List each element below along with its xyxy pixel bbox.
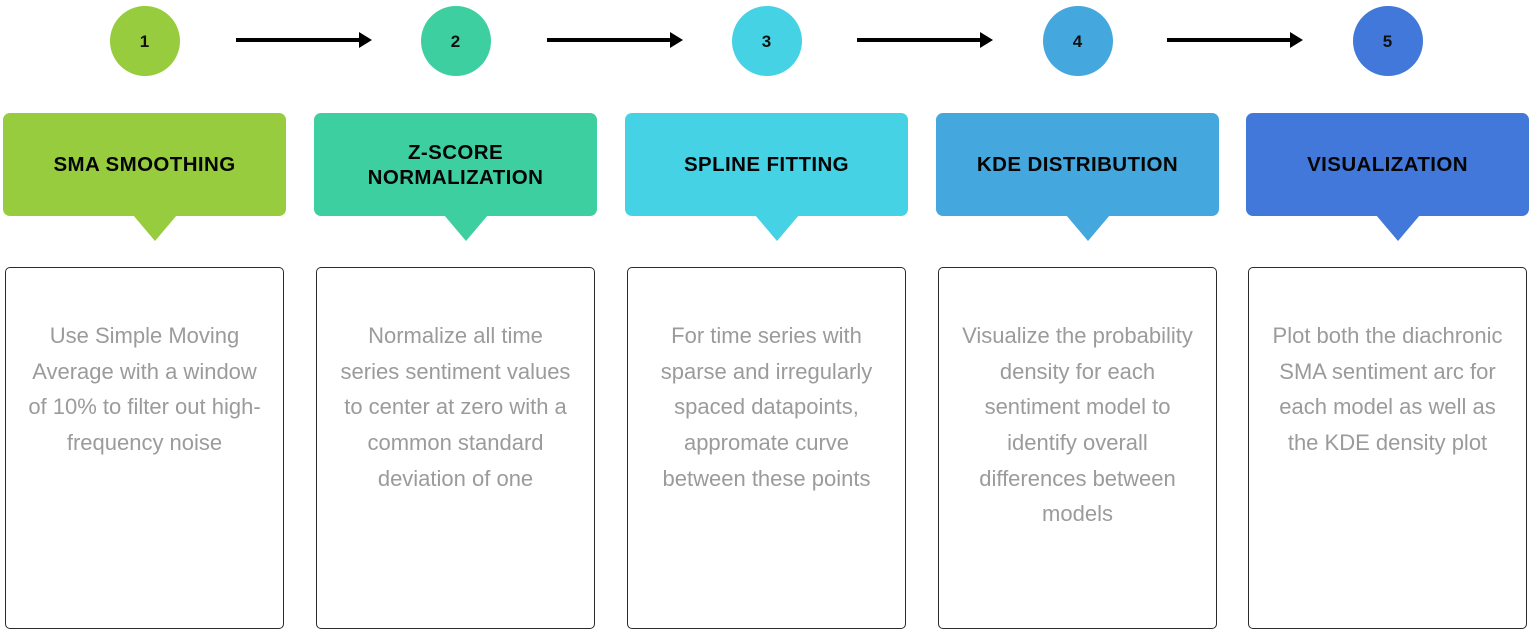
arrow-head [1290, 32, 1303, 48]
pipeline-step: 1 SMA SMOOTHING Use Simple Moving Averag… [3, 0, 286, 634]
arrow-head [980, 32, 993, 48]
step-title-banner: SPLINE FITTING [625, 113, 908, 216]
step-number-badge-wrap: 1 [3, 5, 286, 77]
step-title-label: SMA SMOOTHING [53, 153, 236, 176]
step-number-badge: 5 [1352, 6, 1423, 76]
step-title-label: SPLINE FITTING [683, 153, 850, 176]
step-number-label: 1 [139, 31, 150, 51]
step-description-text: Normalize all time series sentiment valu… [340, 323, 571, 491]
step-description-text: Visualize the probability density for ea… [962, 323, 1193, 527]
step-number-badge: 4 [1042, 6, 1113, 76]
right-arrow-icon [547, 32, 683, 48]
step-number-label: 4 [1072, 31, 1083, 51]
step-number-badge: 1 [109, 6, 180, 76]
arrow-head [670, 32, 683, 48]
arrow-shaft [547, 38, 671, 42]
step-number-badge: 3 [731, 6, 802, 76]
step-title-label: KDE DISTRIBUTION [976, 153, 1179, 176]
step-description-card: Plot both the diachronic SMA sentiment a… [1248, 267, 1527, 629]
step-number-badge-wrap: 3 [625, 5, 908, 77]
step-title-label: Z-SCORE NORMALIZATION [367, 140, 544, 189]
right-arrow-icon [1167, 32, 1303, 48]
step-description-card: Normalize all time series sentiment valu… [316, 267, 595, 629]
pipeline-step: 3 SPLINE FITTING For time series with sp… [625, 0, 908, 634]
pipeline-step: 5 VISUALIZATION Plot both the diachronic… [1246, 0, 1529, 634]
pipeline-step: 2 Z-SCORE NORMALIZATION Normalize all ti… [314, 0, 597, 634]
step-number-badge-wrap: 4 [936, 5, 1219, 77]
arrow-head [359, 32, 372, 48]
step-number-label: 5 [1382, 31, 1393, 51]
step-description-card: Visualize the probability density for ea… [938, 267, 1217, 629]
step-title-banner: SMA SMOOTHING [3, 113, 286, 216]
banner-tail-pointer [755, 215, 799, 241]
right-arrow-icon [857, 32, 993, 48]
step-title-banner: VISUALIZATION [1246, 113, 1529, 216]
step-title-banner: Z-SCORE NORMALIZATION [314, 113, 597, 216]
step-number-label: 2 [450, 31, 461, 51]
step-title-banner: KDE DISTRIBUTION [936, 113, 1219, 216]
banner-tail-pointer [1066, 215, 1110, 241]
step-description-text: Use Simple Moving Average with a window … [28, 323, 261, 455]
right-arrow-icon [236, 32, 372, 48]
pipeline-step: 4 KDE DISTRIBUTION Visualize the probabi… [936, 0, 1219, 634]
step-number-badge: 2 [420, 6, 491, 76]
step-number-badge-wrap: 2 [314, 5, 597, 77]
step-description-card: Use Simple Moving Average with a window … [5, 267, 284, 629]
arrow-shaft [236, 38, 360, 42]
arrow-shaft [1167, 38, 1291, 42]
step-description-text: For time series with sparse and irregula… [660, 323, 873, 491]
step-number-label: 3 [761, 31, 772, 51]
banner-tail-pointer [133, 215, 177, 241]
step-description-text: Plot both the diachronic SMA sentiment a… [1272, 323, 1503, 455]
step-title-label: VISUALIZATION [1307, 153, 1468, 176]
banner-tail-pointer [1376, 215, 1420, 241]
arrow-shaft [857, 38, 981, 42]
step-number-badge-wrap: 5 [1246, 5, 1529, 77]
step-description-card: For time series with sparse and irregula… [627, 267, 906, 629]
banner-tail-pointer [444, 215, 488, 241]
